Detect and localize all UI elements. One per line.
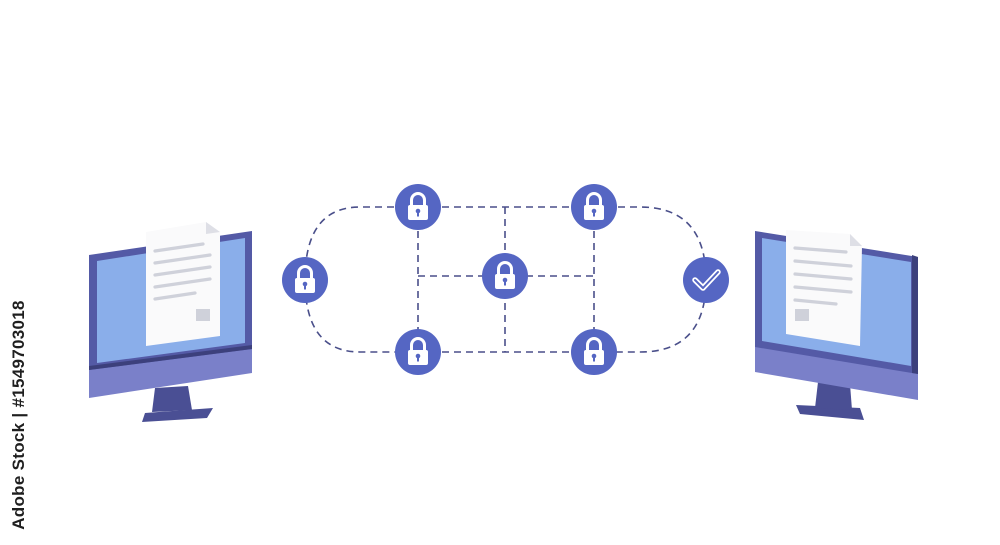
document-icon	[153, 242, 212, 301]
lock-icon	[495, 261, 515, 289]
document-icon	[793, 246, 853, 306]
center-lock-node	[482, 253, 528, 299]
lock-icon	[584, 192, 604, 220]
sender-monitor	[89, 222, 252, 422]
top-left-lock-node	[395, 184, 441, 230]
network-nodes	[282, 184, 729, 375]
receiver-monitor	[755, 230, 918, 420]
monitor-stand-base	[142, 408, 213, 422]
lock-icon	[408, 192, 428, 220]
watermark-text: Adobe Stock | #1549703018	[9, 300, 29, 530]
lock-icon	[584, 337, 604, 365]
monitor-stand-neck	[815, 382, 852, 410]
document-stamp	[795, 309, 809, 321]
document-fold	[206, 222, 220, 234]
bottom-left-lock-node	[395, 329, 441, 375]
monitor-bezel-edge	[912, 255, 918, 374]
checkmark-icon	[692, 269, 721, 291]
document-fold	[850, 234, 862, 246]
monitor-stand-neck	[152, 386, 192, 412]
bottom-right-lock-node	[571, 329, 617, 375]
monitor-chin	[89, 347, 252, 398]
lock-icon	[408, 337, 428, 365]
left-lock-node	[282, 257, 328, 303]
verified-node	[683, 257, 729, 303]
lock-icon	[295, 265, 315, 293]
document-stamp	[196, 309, 210, 321]
monitor-chin	[755, 345, 918, 400]
stock-watermark: Adobe Stock | #1549703018	[4, 300, 34, 530]
top-right-lock-node	[571, 184, 617, 230]
monitor-bezel-edge	[89, 345, 252, 370]
